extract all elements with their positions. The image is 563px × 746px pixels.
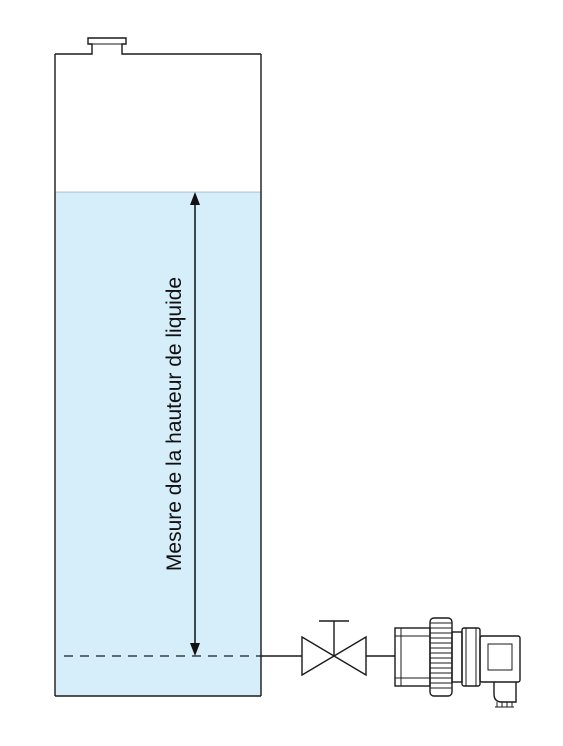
pressure-transmitter-icon [394,617,521,708]
tank [54,37,262,697]
liquid-fill [55,192,261,696]
measure-label: Mesure de la hauteur de liquide [163,277,186,571]
double-headed-arrow-icon [190,192,200,656]
valve-icon [301,620,367,677]
